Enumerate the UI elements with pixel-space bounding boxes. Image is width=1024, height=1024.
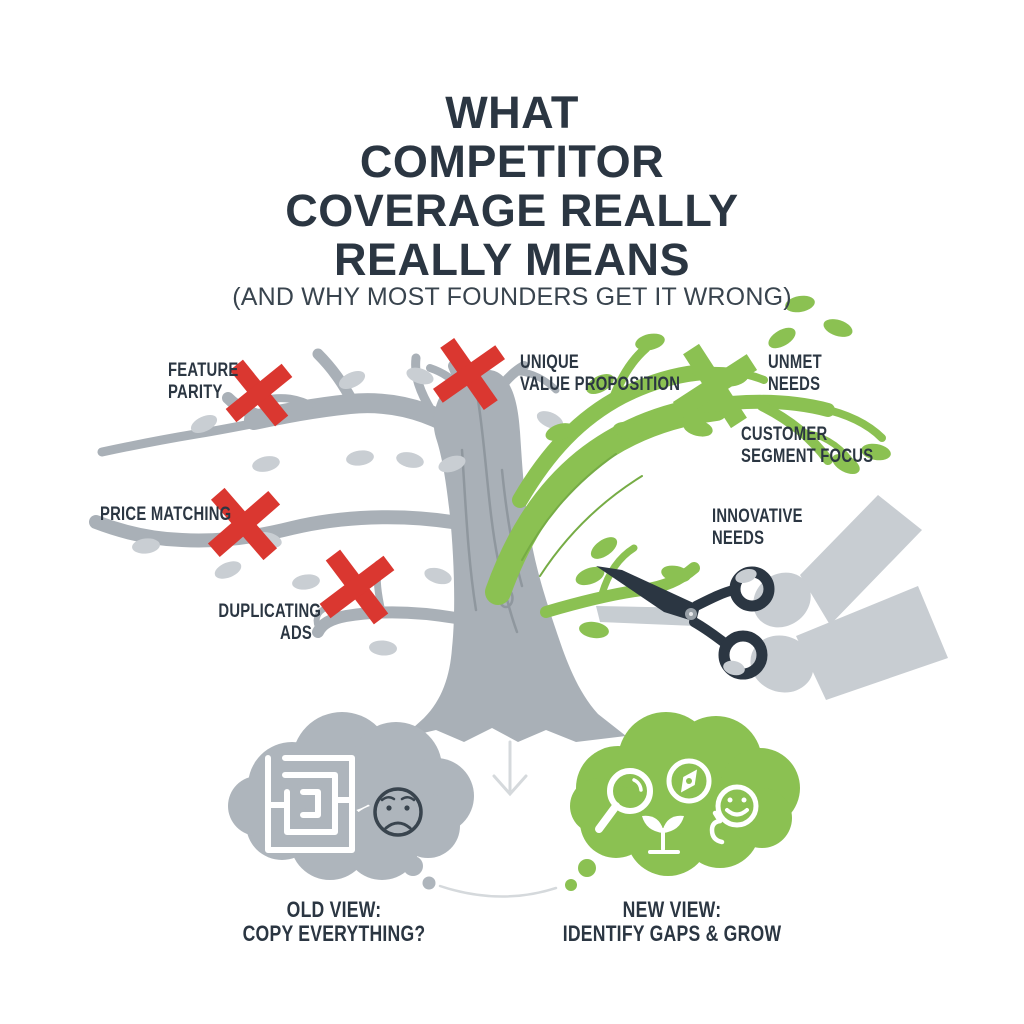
cloud-tail-dot [403,856,423,876]
new-view-thought-cloud [565,712,800,891]
label-unique-value-proposition: UNIQUE VALUE PROPOSITION [520,352,681,395]
magnifier-icon [595,768,653,833]
upper-arm [800,495,922,625]
old-view-thought-cloud [228,712,474,890]
smiley-thumbs-up-icon [709,784,759,845]
green-x-icon-unmet-needs [672,343,758,429]
new-view-caption: NEW VIEW: IDENTIFY GAPS & GROW [536,898,808,946]
down-arrow-icon [492,740,528,797]
label-feature-parity: FEATURE PARITY [168,360,239,403]
gray-leaves [132,367,564,656]
page-title: WHAT COMPETITOR COVERAGE REALLY REALLY M… [0,88,1024,284]
new-view-caption-text: IDENTIFY GAPS & GROW [562,921,782,946]
gray-tree-half [89,348,626,742]
old-view-caption-text: COPY EVERYTHING? [242,921,426,946]
page-subtitle: (AND WHY MOST FOUNDERS GET IT WRONG) [232,283,792,311]
sad-face-icon [373,787,423,837]
red-x-icon-feature-parity [225,359,293,427]
old-view-caption-title: OLD VIEW: [286,897,382,922]
scissors-icon [596,566,775,680]
lower-arm [796,586,948,700]
compass-icon [666,758,712,804]
label-innovative-needs: INNOVATIVE NEEDS [712,506,803,549]
upper-thumb [735,568,757,584]
cloud-connector-arc [438,884,558,898]
new-view-caption-title: NEW VIEW: [622,897,722,922]
label-duplicating-ads: DUPLICATING ADS [218,601,322,644]
label-unmet-needs: UNMET NEEDS [768,352,822,395]
title-line-3: COVERAGE REALLY [285,185,739,236]
label-price-matching: PRICE MATCHING [100,504,232,525]
label-customer-segment-focus: CUSTOMER SEGMENT FOCUS [741,424,874,467]
red-x-icon-duplicating-ads [319,549,395,625]
cloud-tail-dot [565,879,577,891]
maze-icon [265,755,355,853]
pruning-hands [750,495,948,700]
old-view-caption: OLD VIEW: COPY EVERYTHING? [198,898,470,946]
lower-thumb [723,660,745,676]
red-x-icon-price-matching [207,487,281,561]
title-line-1: WHAT [445,87,579,138]
sprout-icon [642,815,684,854]
cloud-tail-dot [578,859,596,877]
title-line-2: COMPETITOR [359,136,665,187]
cloud-tail-dot [422,876,436,890]
title-line-4: REALLY MEANS [333,234,691,285]
red-x-icon-unique-value [432,337,506,411]
